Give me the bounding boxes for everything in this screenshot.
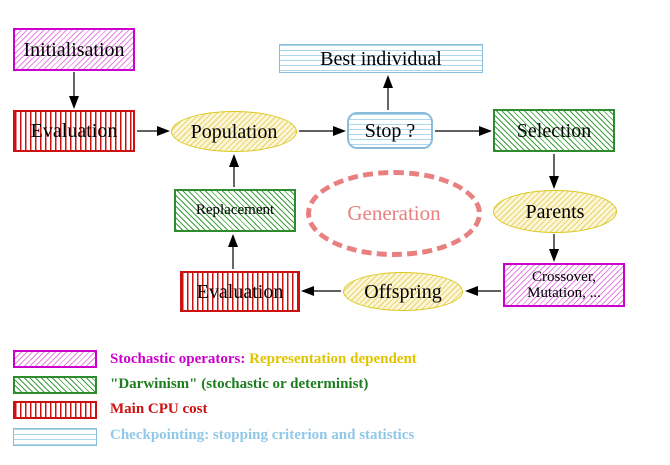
node-evaluation-bottom: Evaluation — [180, 271, 300, 312]
node-initialisation: Initialisation — [13, 28, 135, 71]
node-evaluation-top: Evaluation — [13, 110, 135, 152]
node-offspring: Offspring — [343, 272, 463, 311]
node-best-individual: Best individual — [279, 44, 483, 73]
legend-text-stochastic: Stochastic operators: — [110, 351, 246, 367]
legend-swatch-darwinism — [13, 376, 97, 394]
legend-label-main-cpu-cost: Main CPU cost — [110, 401, 208, 417]
node-population: Population — [171, 111, 297, 152]
node-crossover-mutation: Crossover, Mutation, ... — [503, 263, 625, 307]
generation-cycle-ellipse: Generation — [306, 170, 482, 257]
node-selection: Selection — [493, 109, 615, 152]
legend-label-darwinism: "Darwinism" (stochastic or determinist) — [110, 376, 369, 392]
legend-label-stochastic-operators: Stochastic operators: Representation dep… — [110, 351, 417, 368]
node-stop: Stop ? — [347, 112, 433, 149]
legend-text-representation: Representation dependent — [249, 351, 417, 367]
legend-swatch-stochastic-operators — [13, 350, 97, 368]
node-parents: Parents — [493, 190, 617, 233]
legend-swatch-main-cpu-cost — [13, 401, 97, 419]
legend-swatch-checkpointing — [13, 428, 97, 446]
crossover-line2: Mutation, ... — [527, 285, 601, 301]
crossover-line1: Crossover, — [532, 268, 596, 285]
node-replacement: Replacement — [174, 189, 296, 232]
legend-label-checkpointing: Checkpointing: stopping criterion and st… — [110, 427, 415, 443]
